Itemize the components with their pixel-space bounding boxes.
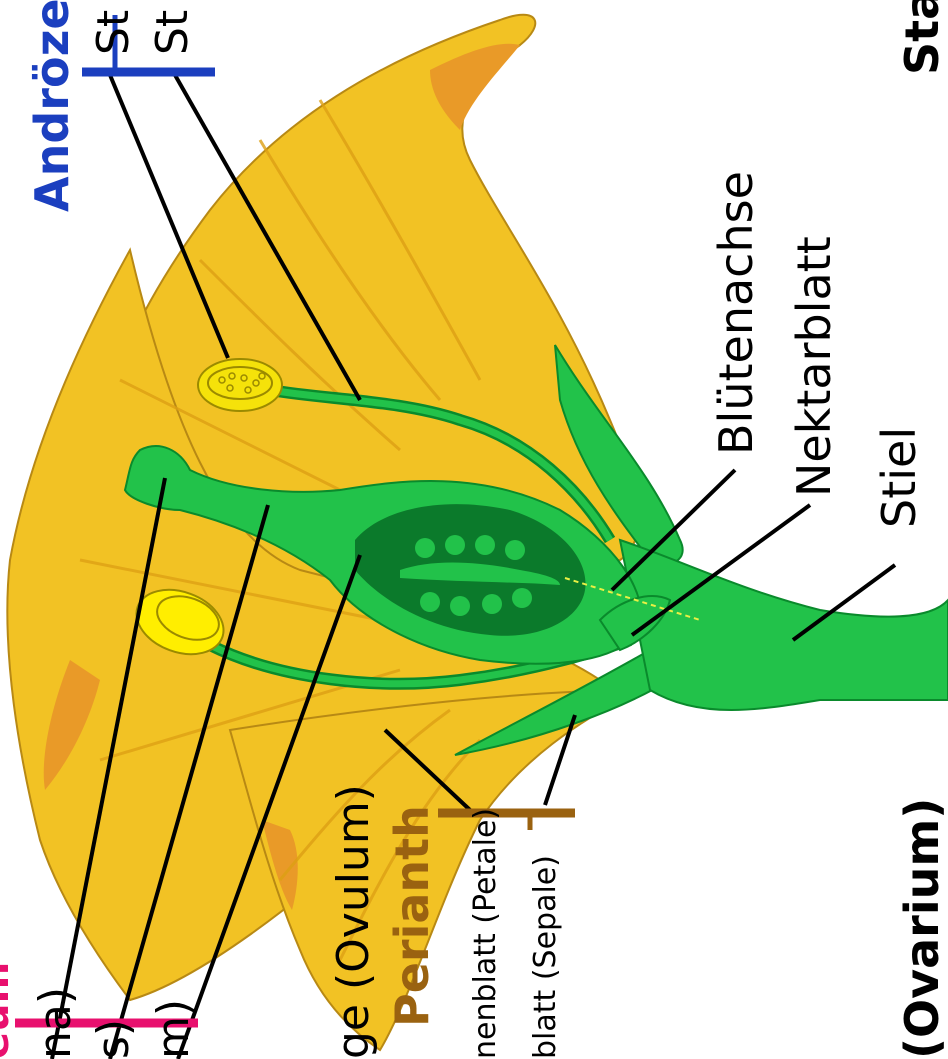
label-gynoeceum-cut: eum	[0, 962, 18, 1059]
label-ovarium: (Ovarium)	[895, 798, 948, 1059]
label-stamen-2: St	[147, 10, 198, 55]
stem	[620, 540, 948, 710]
label-left-1: na)	[30, 987, 81, 1059]
label-stamen-1: St	[88, 10, 139, 55]
label-left-2: s)	[88, 1019, 139, 1059]
label-left-3: m)	[148, 999, 199, 1059]
anther-upper	[198, 359, 282, 411]
label-stiel: Stiel	[872, 427, 926, 528]
label-ovulum: ge (Ovulum)	[328, 784, 379, 1059]
label-right-cut: Sta	[895, 0, 948, 75]
label-bluetenachse: Blütenachse	[709, 171, 763, 455]
label-petale: nenblatt (Petale)	[468, 808, 503, 1059]
label-nektarblatt: Nektarblatt	[787, 236, 841, 497]
label-androeceum: Andröze	[25, 0, 79, 212]
label-sepale: blatt (Sepale)	[528, 855, 563, 1059]
label-perianth: Perianth	[385, 805, 439, 1027]
